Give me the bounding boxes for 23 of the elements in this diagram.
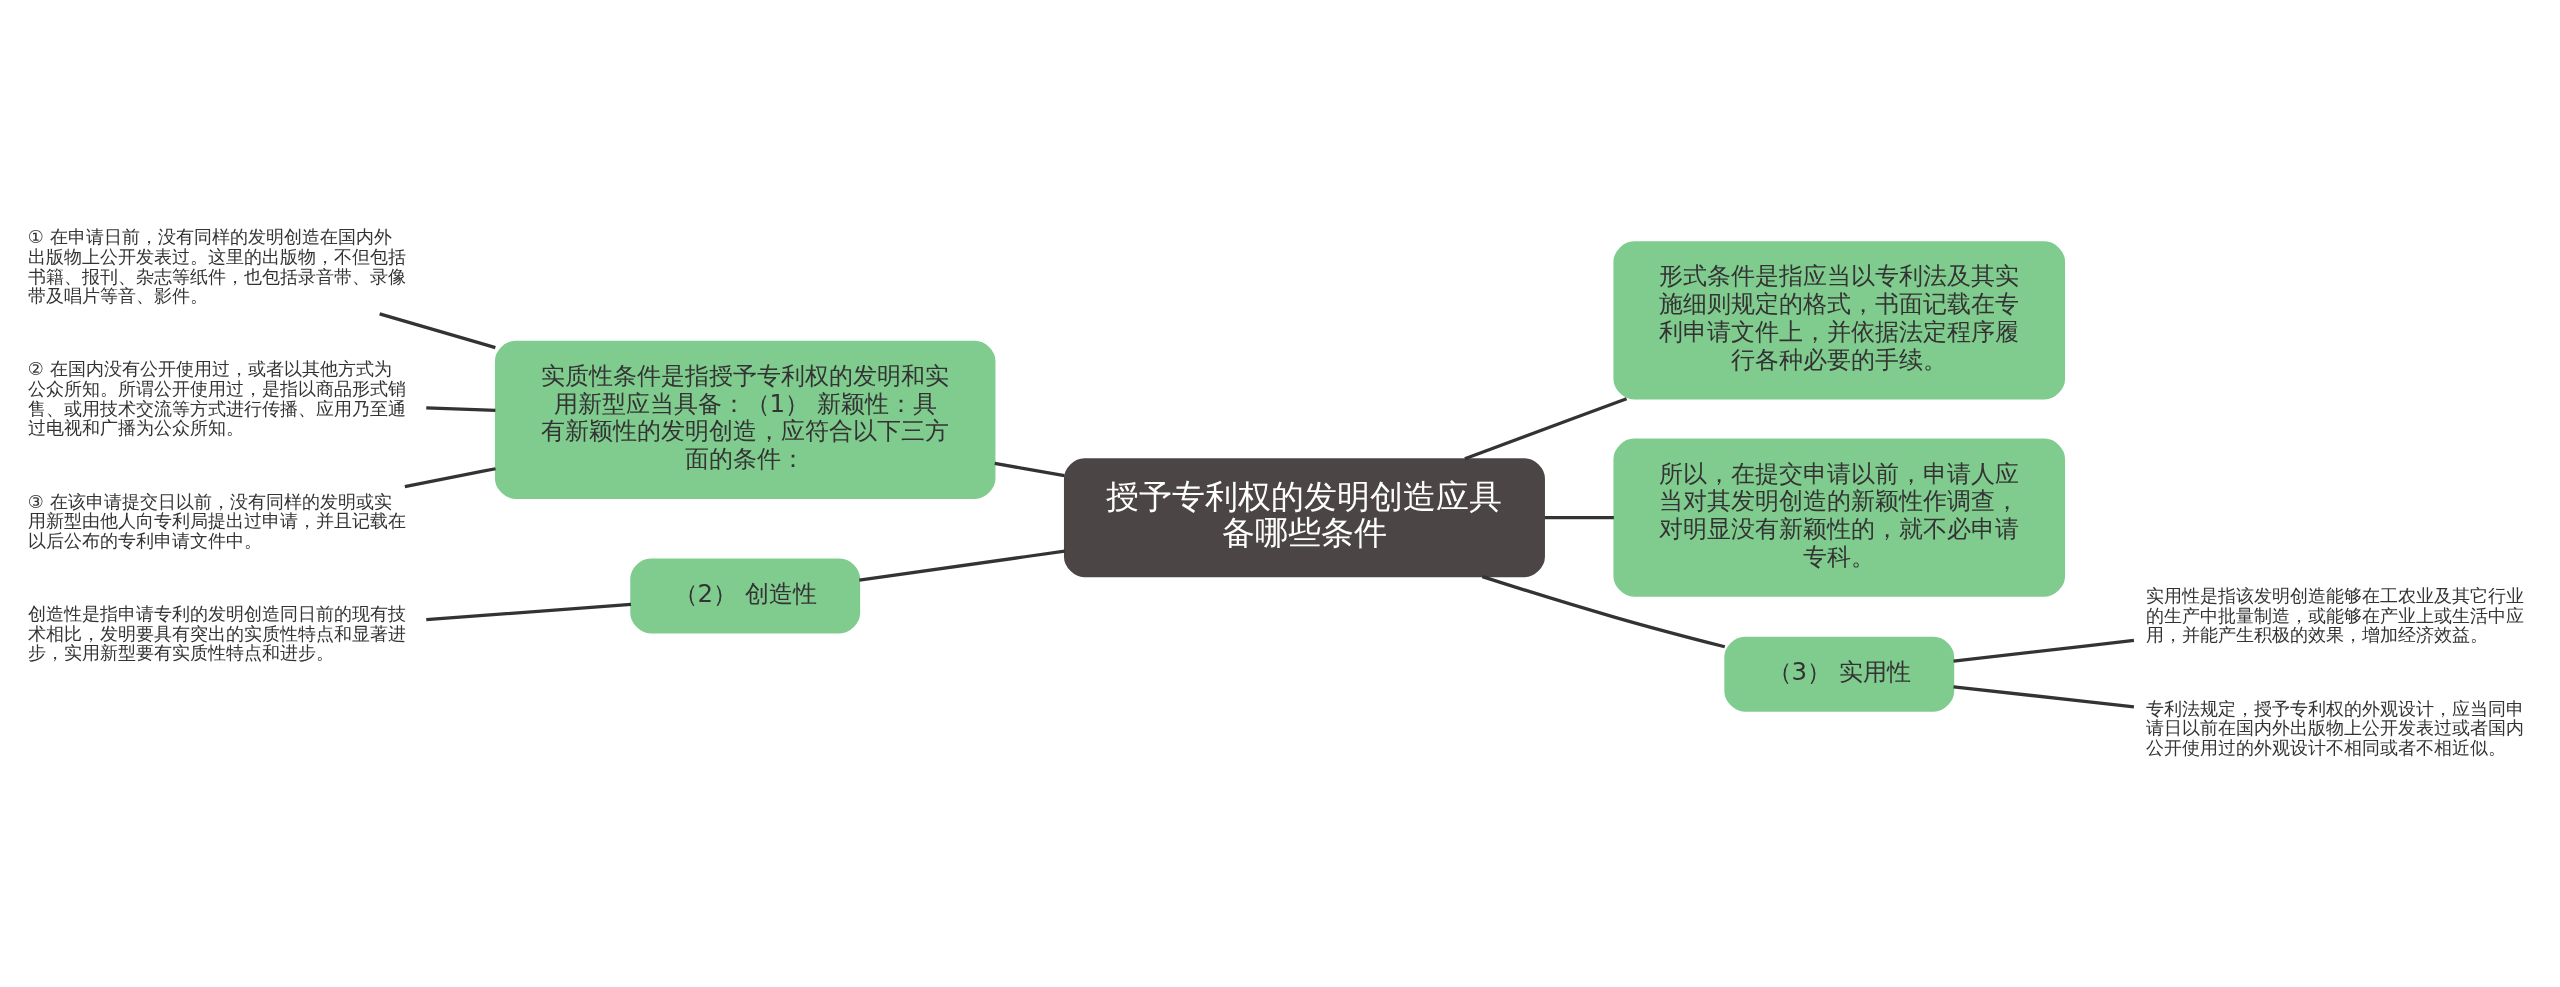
connector bbox=[859, 549, 1065, 582]
connector bbox=[1953, 638, 2135, 663]
connector bbox=[1953, 684, 2135, 708]
node-text: 实用性是指该发明创造能够在工农业及其它行业的生产中批量制造，或能够在产业上或生活中应用，并能产生积极的效果，增加经济效益。 bbox=[2145, 584, 2524, 645]
node-text: ② 在国内没有公开使用过，或者以其他方式为公众所知。所谓公开使用过，是指以商品形式销售、或用技术交流等方式进行传播、应用乃至通过电视和广播为公众所知。 bbox=[27, 357, 406, 438]
node-box: 实质性条件是指授予专利权的发明和实用新型应当具备：（1） 新颖性：具有新颖性的发明创造，应符合以下三方面的条件： bbox=[494, 340, 996, 499]
connector bbox=[379, 311, 496, 349]
node-box: 授予专利权的发明创造应具备哪些条件 bbox=[1063, 457, 1545, 577]
node-box: 所以，在提交申请以前，申请人应当对其发明创造的新颖性作调查，对明显没有新颖性的，就不必申请专科。 bbox=[1613, 438, 2066, 597]
node-text: 专利法规定，授予专利权的外观设计，应当同申请日以前在国内外出版物上公开发表过或者国内公开使用过的外观设计不相同或者不相近似。 bbox=[2145, 697, 2524, 758]
node-box: （3） 实用性 bbox=[1724, 636, 1955, 712]
connector bbox=[404, 466, 496, 488]
connector bbox=[426, 405, 496, 412]
node-text: 创造性是指申请专利的发明创造同日前的现有技术相比，发明要具有突出的实质性特点和显著进步，实用新型要有实质性特点和进步。 bbox=[27, 602, 406, 663]
node-box: 形式条件是指应当以专利法及其实施细则规定的格式，书面记载在专利申请文件上，并依据法定程序履行各种必要的手续。 bbox=[1613, 240, 2066, 399]
node-box: （2） 创造性 bbox=[630, 557, 861, 633]
connector bbox=[1481, 574, 1726, 648]
connector bbox=[426, 602, 632, 621]
node-text: ① 在申请日前，没有同样的发明创造在国内外出版物上公开发表过。这里的出版物，不但包括书籍、报刊、杂志等纸件，也包括录音带、录像带及唱片等音、影件。 bbox=[27, 225, 406, 306]
connector bbox=[994, 461, 1065, 477]
node-text: ③ 在该申请提交日以前，没有同样的发明或实用新型由他人向专利局提出过申请，并且记载在以后公布的专利申请文件中。 bbox=[27, 490, 406, 551]
connector bbox=[1464, 396, 1628, 460]
connector bbox=[1544, 515, 1614, 519]
